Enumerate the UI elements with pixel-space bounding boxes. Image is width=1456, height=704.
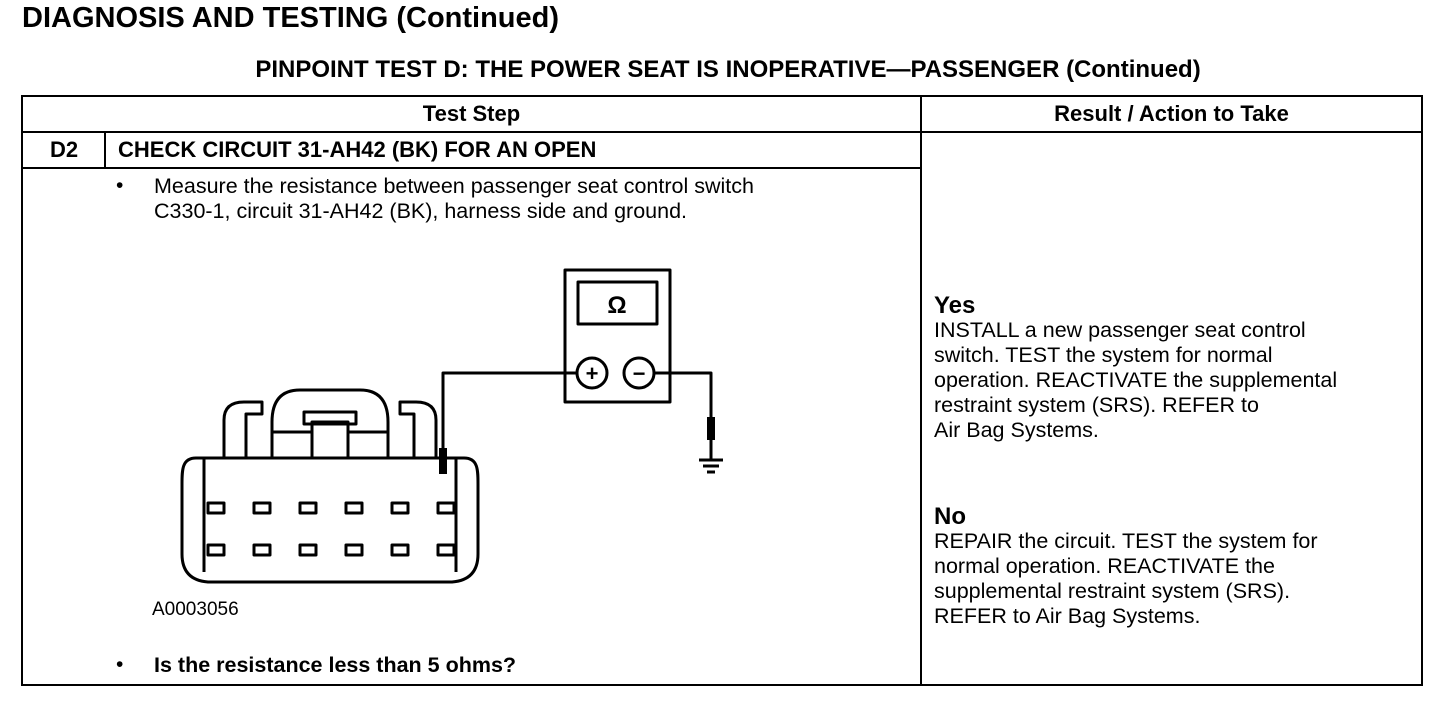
bullet-marker: • [116,653,124,676]
ohmmeter-display [576,280,659,326]
negative-probe-tip [707,417,715,440]
positive-test-lead [441,371,577,448]
header-test-step: Test Step [422,101,521,126]
page-title: DIAGNOSIS AND TESTING (Continued) [22,2,560,34]
connector-housing [180,456,480,584]
plus-symbol: + [586,361,599,386]
result-yes-action: INSTALL a new passenger seat control swi… [934,318,1338,442]
pinpoint-test-title: PINPOINT TEST D: THE POWER SEAT IS INOPE… [255,56,1201,83]
bullet-marker: • [116,174,124,197]
result-no-action: REPAIR the circuit. TEST the system for … [934,529,1318,628]
ohmmeter-body [563,268,672,404]
result-no-label: No [934,503,966,530]
step-question: Is the resistance less than 5 ohms? [154,653,517,677]
column-divider [920,95,922,686]
negative-test-lead [654,371,713,417]
header-divider [21,131,1423,133]
step-title: CHECK CIRCUIT 31-AH42 (BK) FOR AN OPEN [118,137,597,162]
test-table [21,95,1423,686]
connector-latch [222,400,264,458]
minus-symbol: − [633,361,646,386]
figure-id: A0003056 [152,599,239,620]
step-title-divider [21,167,922,169]
positive-probe-tip [439,448,447,474]
connector-test-diagram: Ω + − [180,268,723,584]
ohm-symbol: Ω [607,292,626,319]
step-id: D2 [49,137,79,162]
pin-c330-1 [436,501,456,515]
instruction-text: Measure the resistance between passenger… [154,174,754,223]
result-yes-label: Yes [934,292,976,319]
step-id-divider [104,131,106,168]
header-result-action: Result / Action to Take [1054,101,1289,126]
